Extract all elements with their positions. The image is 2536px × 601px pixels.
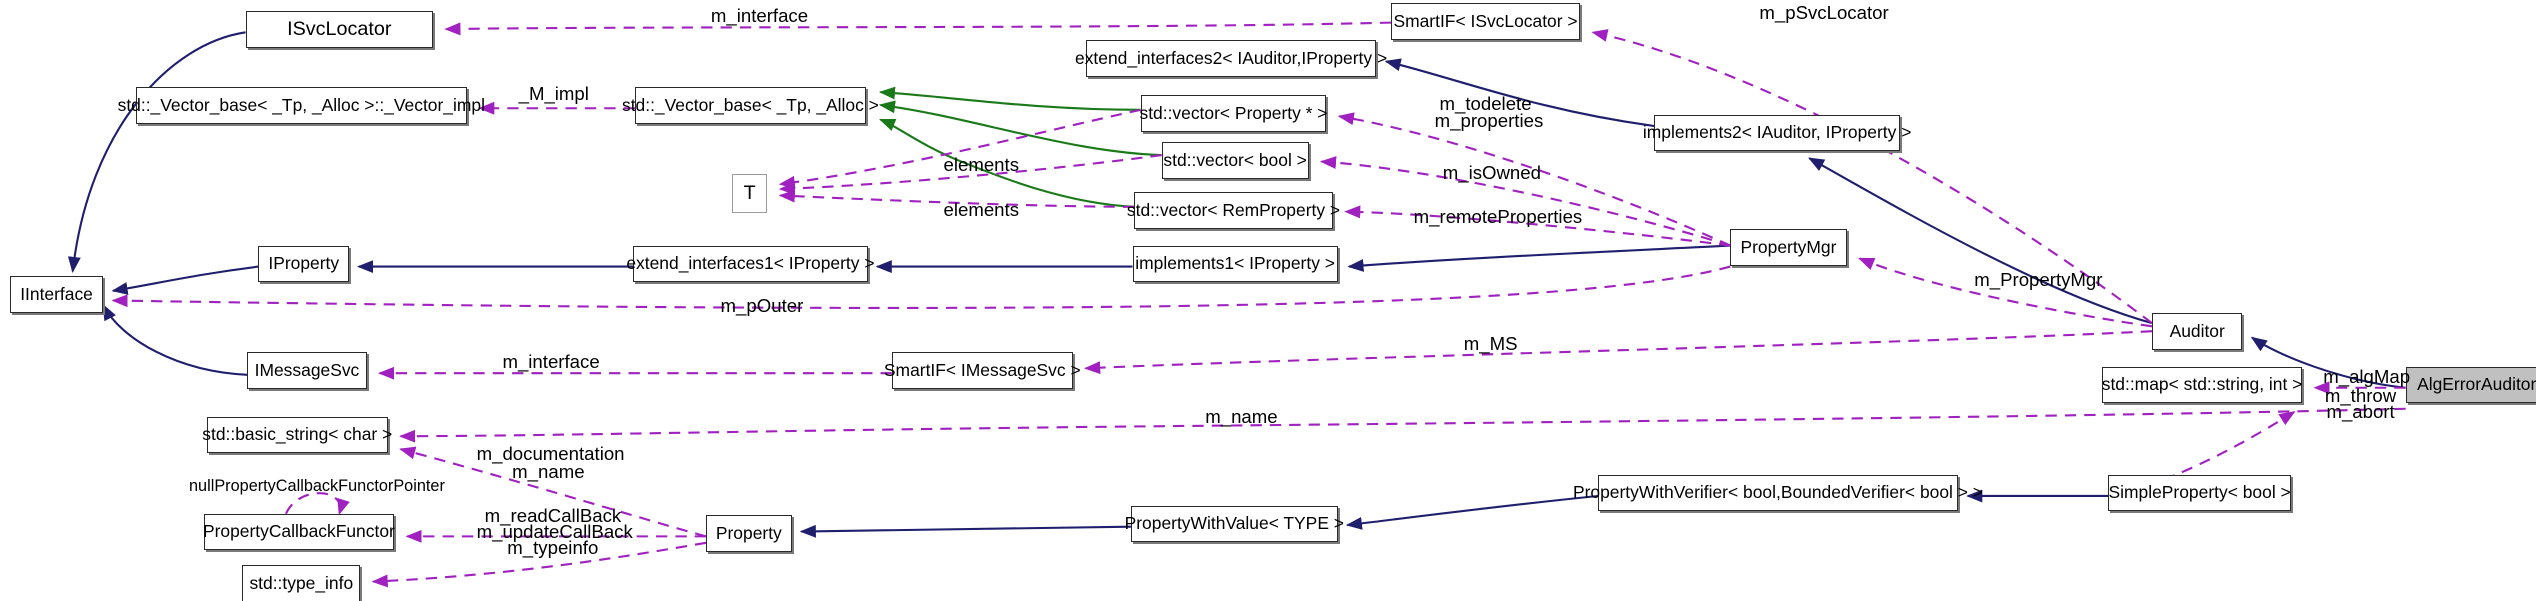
node-label: std::type_info xyxy=(249,572,354,593)
node-label: implements2< IAuditor, IProperty > xyxy=(1642,122,1912,143)
node-label: IMessageSvc xyxy=(254,359,360,380)
node-label: PropertyMgr xyxy=(1740,236,1837,257)
node-smartif-isvclocator[interactable]: SmartIF< ISvcLocator > xyxy=(1391,3,1581,40)
edge-vectorpropertyptr-vectorbase xyxy=(878,86,1141,111)
node-vector-bool[interactable]: std::vector< bool > xyxy=(1161,142,1309,179)
node-smartif-imessagesvc[interactable]: SmartIF< IMessageSvc > xyxy=(884,352,1081,389)
node-t[interactable]: T xyxy=(731,174,768,214)
edge-label-m-todelete: m_todelete xyxy=(1439,92,1532,114)
edge-imessagesvc-iinterface xyxy=(102,303,248,376)
edge-label-null-callback-pointer: nullPropertyCallbackFunctorPointer xyxy=(189,477,445,496)
edge-label-m-remoteproperties: m_remoteProperties xyxy=(1413,205,1583,227)
node-label: std::basic_string< char > xyxy=(202,424,393,445)
node-label: SmartIF< IMessageSvc > xyxy=(883,359,1081,380)
node-implements2[interactable]: implements2< IAuditor, IProperty > xyxy=(1643,114,1911,152)
node-imessagesvc[interactable]: IMessageSvc xyxy=(247,352,367,389)
edge-propertywithverifier-propertywithvalue xyxy=(1345,494,1598,530)
edge-label-m-typeinfo: m_typeinfo xyxy=(507,536,599,558)
node-label: IProperty xyxy=(268,253,340,273)
node-label: IInterface xyxy=(20,283,93,304)
edge-label-m-isowned: m_isOwned xyxy=(1442,162,1541,184)
node-label: PropertyCallbackFunctor xyxy=(202,521,395,542)
node-label: T xyxy=(743,181,756,204)
node-label: ISvcLocator xyxy=(287,17,392,40)
node-extend-interfaces1[interactable]: extend_interfaces1< IProperty > xyxy=(626,245,875,282)
node-vector-remproperty[interactable]: std::vector< RemProperty > xyxy=(1127,192,1340,229)
edge-auditor-smartif-imessagesvc xyxy=(1084,330,2153,375)
node-property-callback-functor[interactable]: PropertyCallbackFunctor xyxy=(202,513,395,551)
edge-label-elements-1: elements xyxy=(943,154,1020,176)
node-label: SimpleProperty< bool > xyxy=(2108,482,2291,503)
node-label: std::vector< Property * > xyxy=(1139,102,1328,123)
edge-label-m-psvclocator: m_pSvcLocator xyxy=(1759,2,1889,24)
edge-auditor-implements2 xyxy=(1808,157,2153,325)
node-vector-impl[interactable]: std::_Vector_base< _Tp, _Alloc >::_Vecto… xyxy=(118,87,485,124)
edge-label-elements-2: elements xyxy=(943,199,1020,221)
edge-label-m-ms: m_MS xyxy=(1463,333,1518,355)
node-isvclocator[interactable]: ISvcLocator xyxy=(245,11,433,48)
edge-label-m-abort: m_abort xyxy=(2326,401,2395,423)
edge-label-m-impl: _M_impl xyxy=(518,83,589,104)
edge-label-m-updatecallback: m_updateCallBack xyxy=(476,520,633,542)
node-std-map-string-int[interactable]: std::map< std::string, int > xyxy=(2101,366,2303,404)
edge-label-m-algmap: m_algMap xyxy=(2323,365,2411,387)
node-label: std::_Vector_base< _Tp, _Alloc > xyxy=(621,94,879,115)
edge-label-m-propertymgr: m_PropertyMgr xyxy=(1974,268,2103,290)
node-vector-base[interactable]: std::_Vector_base< _Tp, _Alloc > xyxy=(622,87,879,124)
node-label: Property xyxy=(715,522,782,543)
edge-label-m-interface-msg: m_interface xyxy=(502,351,600,373)
node-label: AlgErrorAuditor xyxy=(2417,374,2536,395)
edge-label-m-throw: m_throw xyxy=(2324,385,2397,407)
edge-vectorbool-vectorbase xyxy=(878,100,1162,157)
node-property-with-verifier[interactable]: PropertyWithVerifier< bool,BoundedVerifi… xyxy=(1573,474,1983,512)
node-implements1[interactable]: implements1< IProperty > xyxy=(1132,245,1338,282)
edge-label-m-name-bottom: m_name xyxy=(512,461,585,483)
node-extend-interfaces2[interactable]: extend_interfaces2< IAuditor,IProperty > xyxy=(1075,40,1387,77)
node-label: PropertyWithVerifier< bool,BoundedVerifi… xyxy=(1572,482,1983,503)
node-std-type-info[interactable]: std::type_info xyxy=(242,565,361,601)
edge-propertymgr-iinterface xyxy=(111,265,1731,309)
node-propertymgr[interactable]: PropertyMgr xyxy=(1730,229,1847,266)
node-basic-string[interactable]: std::basic_string< char > xyxy=(202,416,392,454)
edge-smartif-isvclocator xyxy=(444,21,1392,36)
edge-propertymgr-implements1 xyxy=(1347,244,1731,272)
edge-label-m-name-top: m_name xyxy=(1205,406,1278,428)
edge-algerrorauditor-basicstring xyxy=(399,407,2406,443)
edge-iproperty-iinterface xyxy=(111,265,259,295)
node-label: Auditor xyxy=(2169,320,2225,341)
node-label: std::vector< RemProperty > xyxy=(1126,199,1341,220)
edge-isvclocator-iinterface xyxy=(67,31,246,274)
template-edges xyxy=(878,86,1162,208)
edge-label-m-readcallback: m_readCallBack xyxy=(484,504,622,526)
node-iinterface[interactable]: IInterface xyxy=(9,276,104,313)
node-label: extend_interfaces1< IProperty > xyxy=(626,253,875,273)
node-label: implements1< IProperty > xyxy=(1135,253,1335,273)
node-label: SmartIF< ISvcLocator > xyxy=(1393,10,1578,31)
node-label: PropertyWithValue< TYPE > xyxy=(1124,513,1344,534)
node-label: std::map< std::string, int > xyxy=(2101,374,2303,395)
node-property-with-value[interactable]: PropertyWithValue< TYPE > xyxy=(1125,505,1344,543)
edge-label-m-pouter: m_pOuter xyxy=(720,294,804,316)
edge-propertywithvalue-property xyxy=(799,524,1131,538)
edge-label-m-documentation: m_documentation xyxy=(476,443,625,465)
edge-label-m-interface-top: m_interface xyxy=(710,5,809,27)
node-label: std::vector< bool > xyxy=(1163,149,1307,170)
node-auditor[interactable]: Auditor xyxy=(2151,313,2243,350)
node-simple-property[interactable]: SimpleProperty< bool > xyxy=(2108,474,2291,512)
edge-label-m-properties: m_properties xyxy=(1434,110,1544,132)
node-label: std::_Vector_base< _Tp, _Alloc >::_Vecto… xyxy=(117,94,485,115)
node-algerrorauditor[interactable]: AlgErrorAuditor xyxy=(2405,366,2536,404)
edge-propertycallback-self xyxy=(284,492,350,516)
node-vector-property-ptr[interactable]: std::vector< Property * > xyxy=(1139,95,1328,132)
node-property[interactable]: Property xyxy=(706,515,792,552)
node-label: extend_interfaces2< IAuditor,IProperty > xyxy=(1075,47,1388,68)
node-iproperty[interactable]: IProperty xyxy=(258,245,349,282)
